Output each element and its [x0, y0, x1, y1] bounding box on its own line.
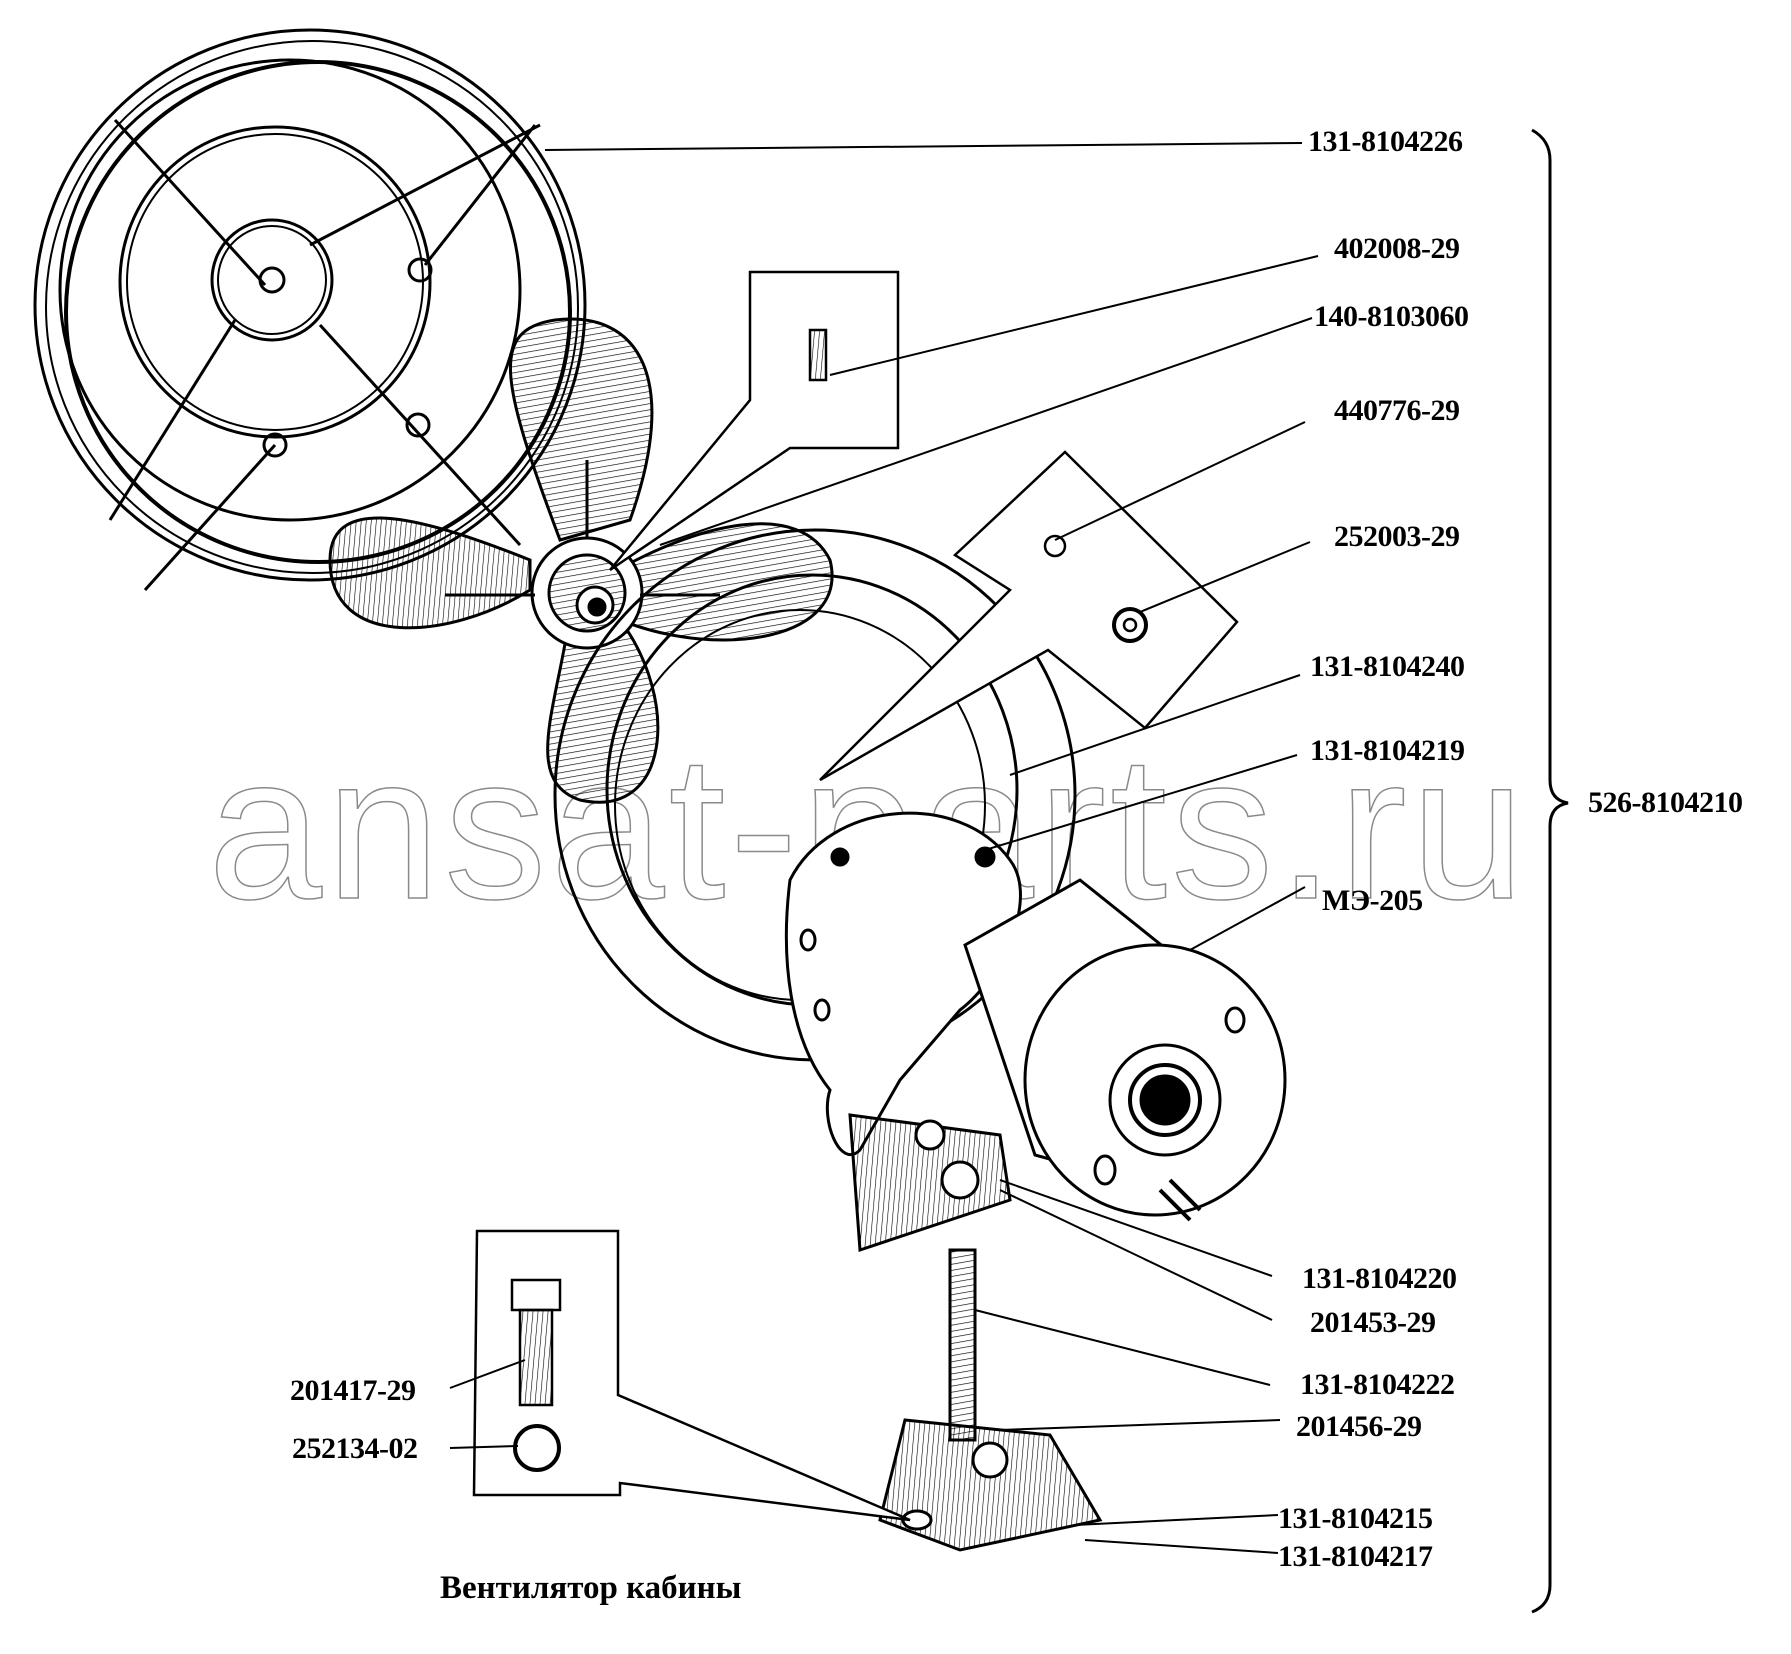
- inset-bolt: [472, 1229, 911, 1522]
- inset-screw: [609, 270, 900, 572]
- part-label-402008-29[interactable]: 402008-29: [1334, 232, 1460, 265]
- part-label-131-8104240[interactable]: 131-8104240: [1310, 650, 1465, 683]
- part-label-252003-29[interactable]: 252003-29: [1334, 520, 1460, 553]
- part-label-201417-29[interactable]: 201417-29: [290, 1374, 416, 1407]
- assembly-brace: [1531, 128, 1569, 1614]
- leader-lines: [449, 142, 1319, 1554]
- part-label-131-8104217[interactable]: 131-8104217: [1278, 1540, 1433, 1573]
- part-label-131-8104219[interactable]: 131-8104219: [1310, 734, 1465, 767]
- part-label-131-8104226[interactable]: 131-8104226: [1308, 125, 1463, 158]
- part-label-131-8104215[interactable]: 131-8104215: [1278, 1502, 1433, 1535]
- part-label-140-8103060[interactable]: 140-8103060: [1314, 300, 1469, 333]
- part-label-me-205[interactable]: МЭ-205: [1322, 884, 1423, 917]
- part-label-440776-29[interactable]: 440776-29: [1334, 394, 1460, 427]
- mounting-plate: [784, 811, 1022, 1156]
- bracket-and-base: [848, 1113, 1103, 1552]
- part-label-131-8104222[interactable]: 131-8104222: [1300, 1368, 1455, 1401]
- inset-washer: [819, 450, 1239, 782]
- part-label-201456-29[interactable]: 201456-29: [1296, 1410, 1422, 1443]
- diagram-title: Вентилятор кабины: [440, 1570, 742, 1606]
- fan-guard: [33, 28, 587, 592]
- part-label-201453-29[interactable]: 201453-29: [1310, 1306, 1436, 1339]
- assembly-label-526-8104210[interactable]: 526-8104210: [1588, 786, 1743, 819]
- part-label-252134-02[interactable]: 252134-02: [292, 1432, 418, 1465]
- electric-motor: [963, 878, 1287, 1222]
- part-label-131-8104220[interactable]: 131-8104220: [1302, 1262, 1457, 1295]
